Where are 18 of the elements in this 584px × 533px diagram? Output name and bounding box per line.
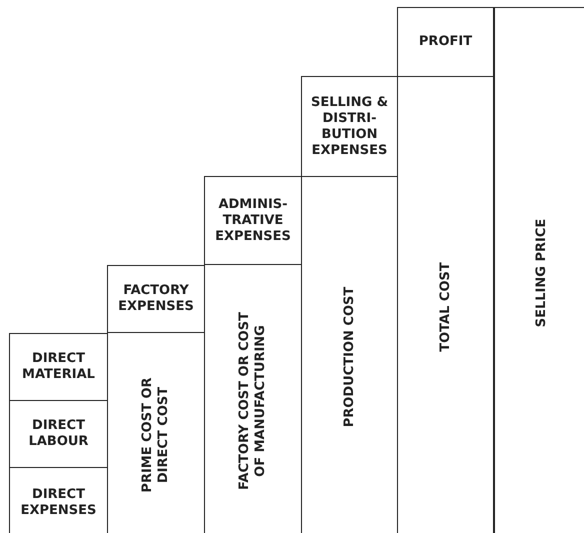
- cost-box: [397, 7, 494, 77]
- cost-label: PRODUCTION COST: [342, 286, 358, 430]
- cost-label: DIRECT EXPENSES: [20, 486, 98, 518]
- cost-label: SELLING & DISTRI- BUTION EXPENSES: [310, 94, 390, 158]
- cost-label: FACTORY EXPENSES: [117, 283, 195, 315]
- cost-box: [107, 265, 205, 333]
- cost-label: TOTAL COST: [438, 261, 454, 354]
- cost-label: PRIME COST OR DIRECT COST: [140, 376, 172, 495]
- cost-box: [9, 333, 108, 401]
- cost-label: SELLING PRICE: [534, 217, 550, 329]
- cost-box: [494, 7, 584, 533]
- cost-label: DIRECT LABOUR: [28, 418, 90, 450]
- cost-label: FACTORY COST OR COST OF MANUFACTURING: [237, 311, 269, 491]
- cost-label: PROFIT: [418, 34, 472, 50]
- cost-box: [301, 76, 398, 177]
- cost-label: ADMINIS- TRATIVE EXPENSES: [214, 196, 292, 244]
- cost-label: DIRECT MATERIAL: [21, 351, 96, 383]
- cost-box: [204, 176, 302, 265]
